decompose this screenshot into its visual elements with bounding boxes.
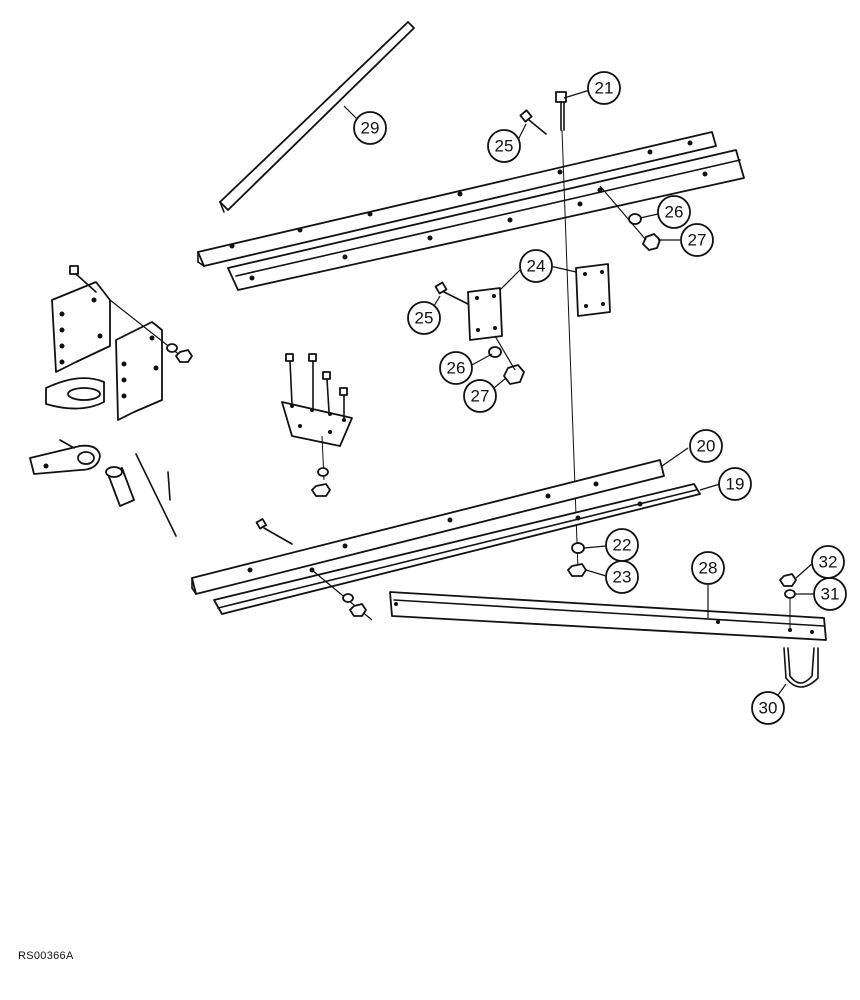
callout-22: 22 bbox=[605, 528, 639, 562]
svg-text:22: 22 bbox=[613, 536, 632, 555]
svg-text:29: 29 bbox=[361, 119, 380, 138]
figure-code: RS00366A bbox=[18, 950, 74, 962]
callout-26-lower: 26 bbox=[439, 351, 473, 385]
bar-part-28 bbox=[389, 591, 827, 641]
callout-24: 24 bbox=[519, 249, 553, 283]
bolt-part-25-lower bbox=[434, 281, 469, 305]
callout-27-upper: 27 bbox=[680, 223, 714, 257]
callout-30: 30 bbox=[751, 691, 785, 725]
svg-text:31: 31 bbox=[821, 585, 840, 604]
lower-rail-part-19 bbox=[213, 483, 701, 615]
u-bolt-part-30 bbox=[783, 647, 819, 688]
callout-19: 19 bbox=[718, 467, 752, 501]
washer-part-26-lower bbox=[488, 346, 502, 358]
lower-rail-part-20 bbox=[191, 459, 665, 595]
svg-text:26: 26 bbox=[665, 203, 684, 222]
svg-text:25: 25 bbox=[495, 137, 514, 156]
svg-text:32: 32 bbox=[819, 553, 838, 572]
bolt-part-25-upper bbox=[519, 109, 547, 135]
callout-31: 31 bbox=[813, 577, 847, 611]
svg-text:30: 30 bbox=[759, 699, 778, 718]
plate-part-24-left bbox=[467, 287, 503, 341]
svg-text:27: 27 bbox=[688, 231, 707, 250]
svg-text:20: 20 bbox=[697, 437, 716, 456]
plate-part-24-right bbox=[575, 263, 611, 317]
svg-text:26: 26 bbox=[447, 359, 466, 378]
callout-29: 29 bbox=[353, 111, 387, 145]
upper-rail-front bbox=[197, 131, 717, 267]
callout-28: 28 bbox=[691, 551, 725, 585]
center-plate-assembly bbox=[281, 353, 353, 497]
angle-bar-part-29 bbox=[219, 21, 415, 213]
washer-part-31 bbox=[784, 589, 796, 599]
callout-20: 20 bbox=[689, 429, 723, 463]
svg-text:25: 25 bbox=[415, 309, 434, 328]
callout-25-upper: 25 bbox=[487, 129, 521, 163]
washer-part-26-upper bbox=[628, 213, 642, 225]
callout-23: 23 bbox=[605, 560, 639, 594]
svg-text:28: 28 bbox=[699, 559, 718, 578]
callout-27-lower: 27 bbox=[463, 379, 497, 413]
svg-text:27: 27 bbox=[471, 387, 490, 406]
callout-32: 32 bbox=[811, 545, 845, 579]
nut-part-32 bbox=[779, 573, 797, 587]
lower-rail-bolt bbox=[255, 518, 373, 621]
washer-part-22 bbox=[571, 542, 585, 554]
svg-text:24: 24 bbox=[527, 257, 546, 276]
svg-text:21: 21 bbox=[595, 79, 614, 98]
upper-rail-rear bbox=[227, 149, 745, 291]
callout-26-upper: 26 bbox=[657, 195, 691, 229]
svg-text:19: 19 bbox=[726, 475, 745, 494]
left-bracket-assembly bbox=[29, 265, 193, 537]
nut-part-27-lower bbox=[503, 364, 525, 385]
callout-25-lower: 25 bbox=[407, 301, 441, 335]
svg-text:23: 23 bbox=[613, 568, 632, 587]
callout-21: 21 bbox=[587, 71, 621, 105]
nut-part-27-upper bbox=[642, 233, 661, 251]
nut-part-23 bbox=[567, 563, 587, 577]
